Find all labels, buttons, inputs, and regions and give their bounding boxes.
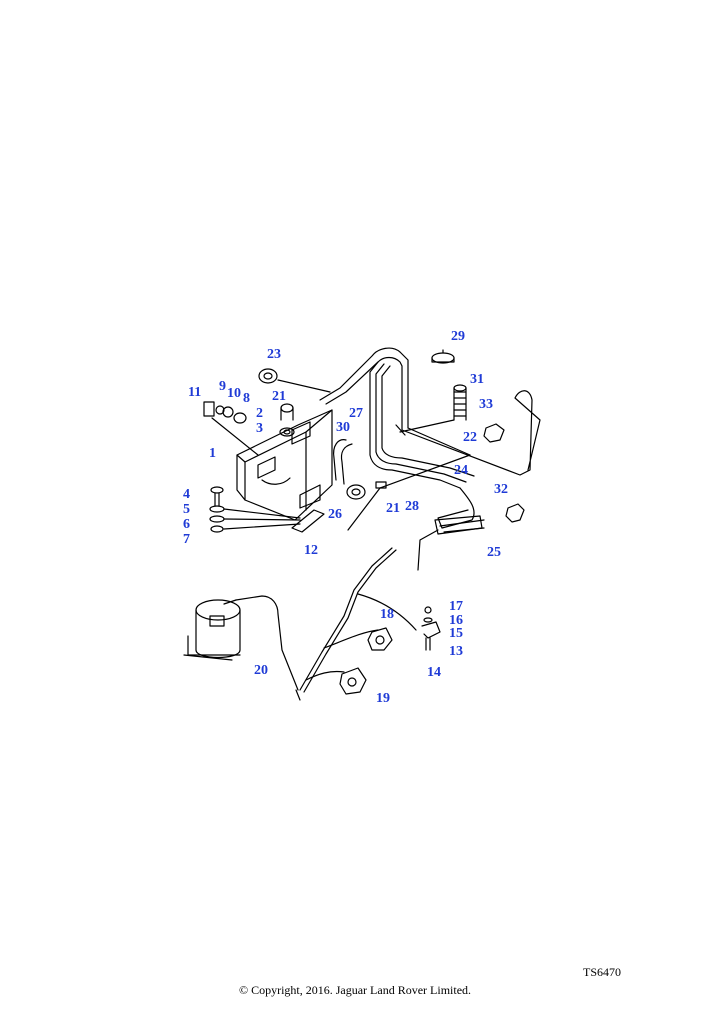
callout-21-upper[interactable]: 21 [272,389,286,404]
pipe-20 [235,547,417,701]
callout-16[interactable]: 16 [449,613,463,628]
callout-8[interactable]: 8 [243,391,250,406]
fuel-pump [183,599,241,661]
fuel-tank [236,409,333,521]
callout-5[interactable]: 5 [183,502,190,517]
callout-4[interactable]: 4 [183,487,190,502]
fitting-18 [367,627,393,651]
callout-22[interactable]: 22 [463,430,477,445]
cap-29 [431,349,455,364]
callout-25[interactable]: 25 [487,545,501,560]
connector-21 [375,481,387,489]
hose-30 [333,439,353,485]
callout-23[interactable]: 23 [267,347,281,362]
callout-29[interactable]: 29 [451,329,465,344]
diagram-reference-code: TS6470 [583,965,622,979]
fitting-19 [339,667,367,695]
fuel-pipes [319,347,541,571]
callout-17[interactable]: 17 [449,599,463,614]
clips-25 [439,519,485,533]
clip-26 [346,484,366,500]
callout-6[interactable]: 6 [183,517,190,532]
callout-21-lower[interactable]: 21 [386,501,400,516]
clip-33 [483,423,505,443]
callout-13[interactable]: 13 [449,644,463,659]
callout-24[interactable]: 24 [454,463,468,478]
mounting-hardware [209,486,301,533]
callout-7[interactable]: 7 [183,532,190,547]
sender-unit [203,401,259,456]
callout-26[interactable]: 26 [328,507,342,522]
hose-clip-23 [258,368,331,393]
callout-28[interactable]: 28 [405,499,419,514]
callout-10[interactable]: 10 [227,386,241,401]
tank-strap [291,509,325,533]
clip-32 [505,503,525,523]
callout-33[interactable]: 33 [479,397,493,412]
bracket-hardware [421,606,441,651]
callout-12[interactable]: 12 [304,543,318,558]
grommet-31 [399,384,467,433]
callout-11[interactable]: 11 [188,385,202,400]
callout-1[interactable]: 1 [209,446,216,461]
copyright-notice: © Copyright, 2016. Jaguar Land Rover Lim… [238,983,472,997]
callout-27[interactable]: 27 [349,406,363,421]
callout-9[interactable]: 9 [219,379,226,394]
callout-30[interactable]: 30 [336,420,350,435]
callout-2[interactable]: 2 [256,406,263,421]
filler-fittings [279,403,295,437]
callout-15[interactable]: 15 [449,626,463,641]
callout-20[interactable]: 20 [254,663,268,678]
callout-31[interactable]: 31 [470,372,484,387]
callout-3[interactable]: 3 [256,421,263,436]
callout-14[interactable]: 14 [427,665,441,680]
callout-19[interactable]: 19 [376,691,390,706]
callout-32[interactable]: 32 [494,482,508,497]
callout-18[interactable]: 18 [380,607,394,622]
